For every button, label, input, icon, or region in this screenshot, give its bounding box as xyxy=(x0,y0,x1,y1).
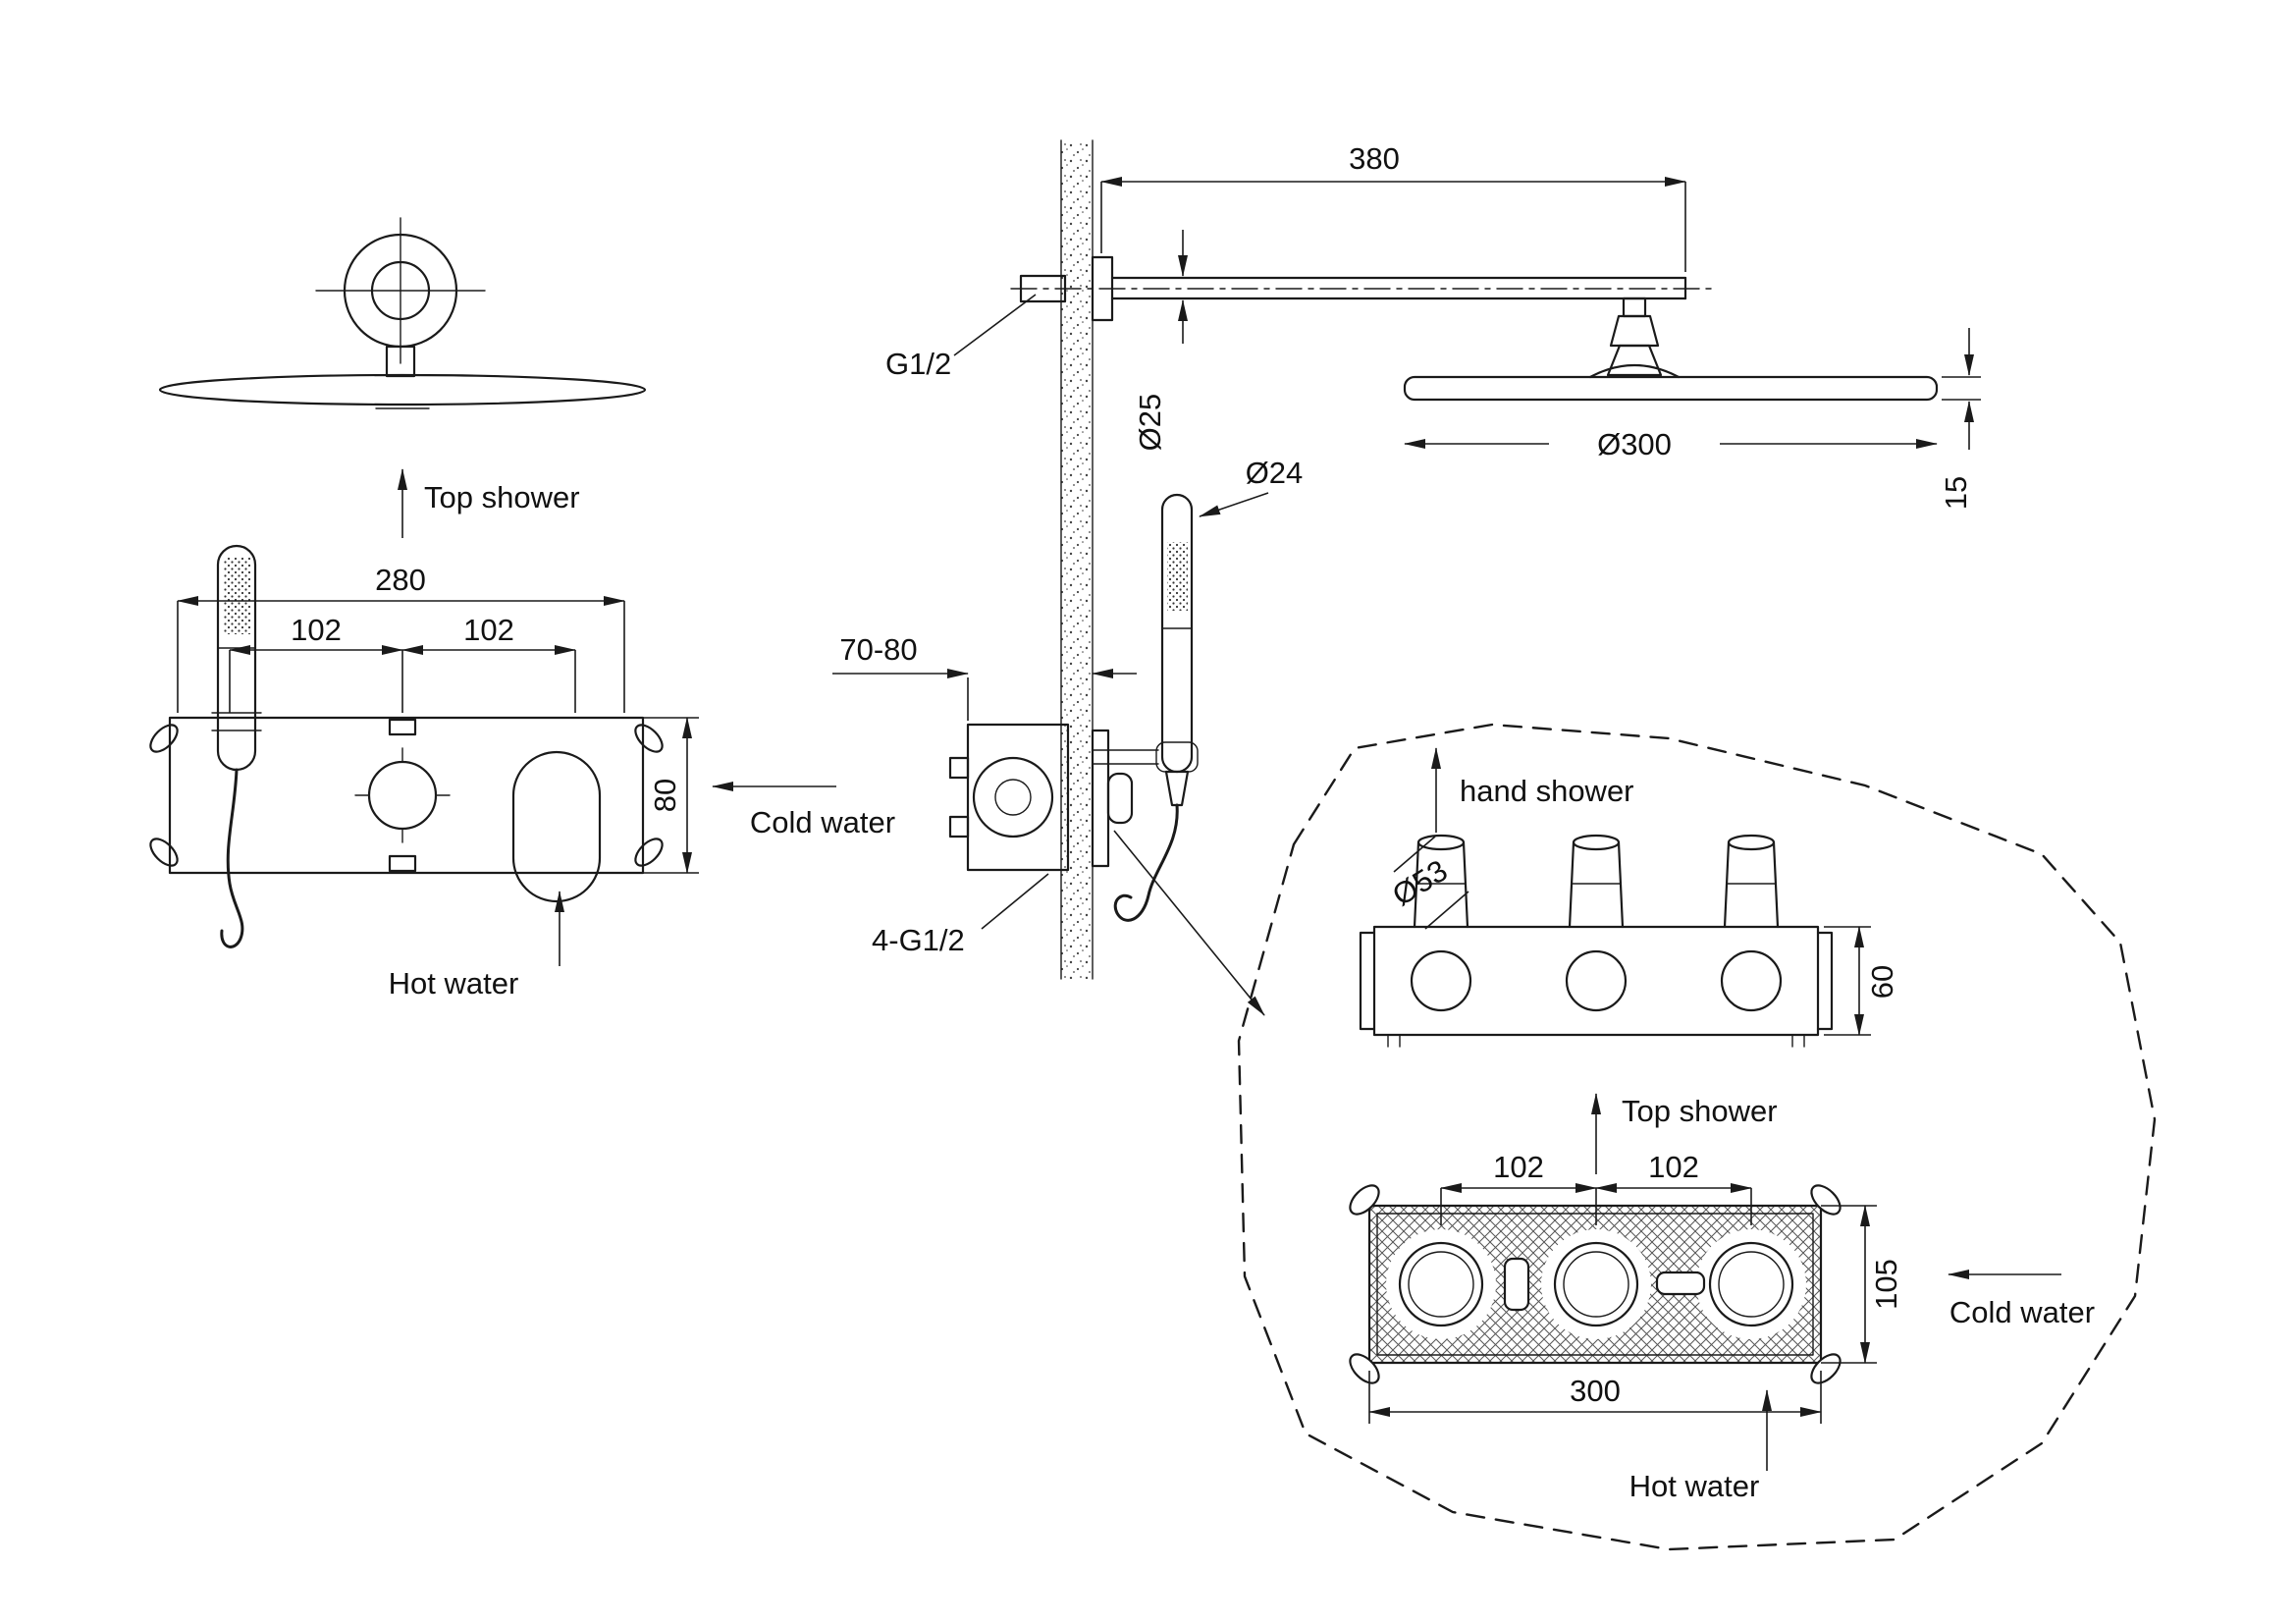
front-view-mixer xyxy=(149,544,664,948)
detail-side-view xyxy=(1359,834,1834,1048)
dim-25-label: Ø25 xyxy=(1133,394,1167,452)
side-view-valve xyxy=(948,723,1134,872)
side-view-shower-head xyxy=(1403,375,1939,402)
dim-80-label: 80 xyxy=(648,779,682,812)
dim-102-detail-left-label: 102 xyxy=(1493,1150,1544,1184)
detail-front-annotations: Top shower 102 102 105 Cold water 300 Ho… xyxy=(1368,1093,2095,1503)
hand-shower-dimension: Ø24 xyxy=(1199,456,1304,517)
dim-15-label: 15 xyxy=(1939,476,1973,510)
detail-front-view xyxy=(1349,1184,1842,1384)
cartridge-1 xyxy=(1413,834,1469,929)
hot-water-left-label: Hot water xyxy=(389,966,519,1001)
detail-side-annotations: hand shower Ø53 60 xyxy=(1386,747,1899,1036)
dim-105-label: 105 xyxy=(1869,1259,1903,1310)
cold-water-detail-label: Cold water xyxy=(1949,1295,2095,1329)
dim-102-detail-right-label: 102 xyxy=(1648,1150,1699,1184)
side-view-hand-shower xyxy=(1092,493,1199,922)
diverter-knob xyxy=(367,760,438,831)
top-shower-detail-label: Top shower xyxy=(1622,1094,1778,1128)
head-dimensions: Ø300 15 xyxy=(1404,328,1981,510)
side-view-wall xyxy=(1060,139,1094,980)
dim-380-label: 380 xyxy=(1349,141,1400,176)
label-cold-water-left-group: Cold water xyxy=(712,782,895,839)
cartridge-2 xyxy=(1568,834,1625,929)
cold-water-left-label: Cold water xyxy=(750,805,895,839)
valve-dimensions: 70-80 4-G1/2 xyxy=(832,632,1265,1016)
dim-53-label: Ø53 xyxy=(1386,853,1453,913)
hand-shower-label: hand shower xyxy=(1460,774,1634,808)
dim-300-diameter-label: Ø300 xyxy=(1597,427,1672,461)
dim-102-right-label: 102 xyxy=(463,613,514,647)
detail-cloud-boundary xyxy=(1237,723,2157,1551)
dim-280-label: 280 xyxy=(375,563,426,597)
cartridge-3 xyxy=(1723,834,1780,929)
arm-dimensions: 380 G1/2 Ø25 xyxy=(885,141,1686,452)
front-view-top-shower xyxy=(158,217,647,409)
dim-24-label: Ø24 xyxy=(1246,456,1304,490)
mixer-dimensions: 280 102 102 80 xyxy=(177,563,699,874)
dim-60-label: 60 xyxy=(1865,965,1899,999)
dim-102-left-label: 102 xyxy=(291,613,342,647)
hot-water-detail-label: Hot water xyxy=(1629,1469,1760,1503)
side-view-shower-arm xyxy=(1010,255,1714,379)
dim-70-80-label: 70-80 xyxy=(839,632,917,667)
top-shower-left-label: Top shower xyxy=(424,480,580,514)
dim-300-width-label: 300 xyxy=(1570,1374,1621,1408)
g-half-label: G1/2 xyxy=(885,347,951,381)
mixer-lever xyxy=(511,750,602,903)
four-g-half-label: 4-G1/2 xyxy=(872,923,965,957)
label-top-shower-left-group: Top shower xyxy=(398,468,580,538)
label-hot-water-left-group: Hot water xyxy=(389,891,564,1001)
